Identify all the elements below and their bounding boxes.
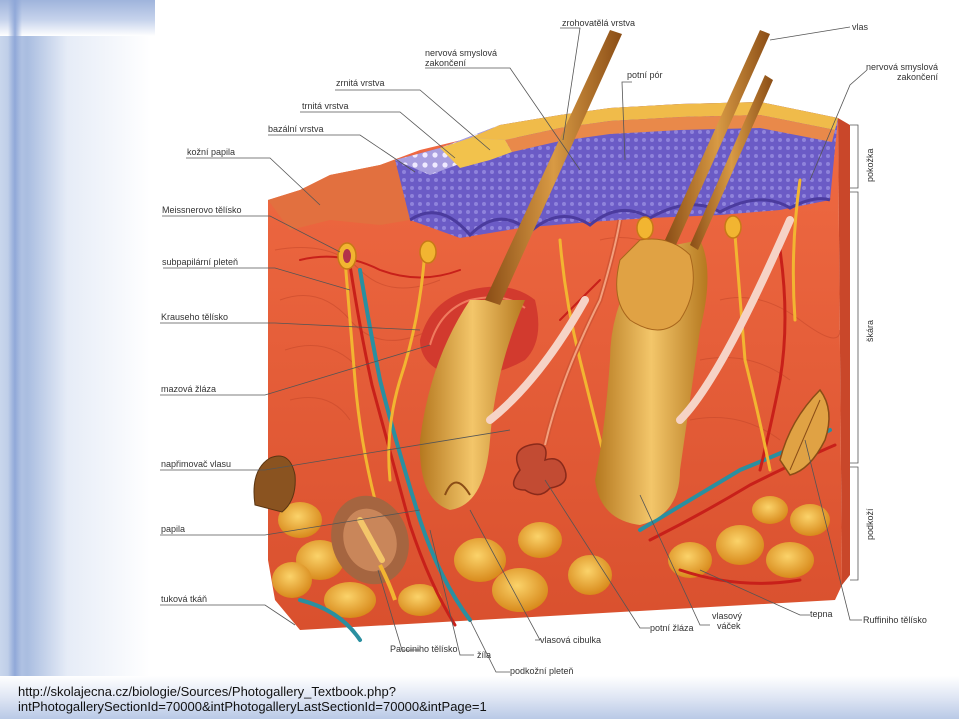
- sweat-gland: [512, 219, 623, 496]
- hair-follicle-left: [419, 30, 622, 510]
- label-zrnita-vrstva: zrnitá vrstva: [336, 78, 385, 88]
- ruffini-corpuscle: [779, 388, 830, 476]
- label-bazalni-vrstva: bazální vrstva: [268, 124, 324, 134]
- slide-frame-top: [0, 0, 155, 36]
- meissner-corpuscles: [337, 215, 742, 270]
- label-podkozni-pleten: podkožní pleteň: [510, 666, 574, 676]
- label-papila: papila: [161, 524, 185, 534]
- label-kozni-papila: kožní papila: [187, 147, 235, 157]
- label-pokozka: pokožka: [865, 148, 875, 182]
- label-podkozi: podkoží: [865, 508, 875, 540]
- source-url-line2: intPhotogallerySectionId=70000&intPhotog…: [18, 699, 487, 714]
- arrector-pili-muscles: [486, 216, 794, 424]
- label-tukova-tkan: tuková tkáň: [161, 594, 207, 604]
- slide-frame-stroke: [8, 0, 22, 719]
- label-nervova-smyslova-2a: nervová smyslová: [866, 62, 938, 72]
- label-tepna: tepna: [810, 609, 833, 619]
- label-ruffiniho-telisko: Ruffiniho tělísko: [863, 615, 927, 625]
- label-krauseho-telisko: Krauseho tělísko: [161, 312, 228, 322]
- label-vlasovy-vacek-a: vlasový: [712, 611, 743, 621]
- label-subpapilarni-pleten: subpapilární pleteň: [162, 257, 238, 267]
- label-trnita-vrstva: trnitá vrstva: [302, 101, 349, 111]
- label-zila: žíla: [477, 650, 491, 660]
- label-nervova-smyslova-1a: nervová smyslová: [425, 48, 497, 58]
- label-vlasovy-vacek-b: váček: [717, 621, 741, 631]
- label-pacciniho-telisko: Pacciniho tělísko: [390, 644, 458, 654]
- label-potni-por: potní pór: [627, 70, 663, 80]
- slide-frame-left: [0, 0, 150, 719]
- leader-lines: [160, 26, 868, 673]
- label-nervova-smyslova-2b: zakončení: [897, 72, 939, 82]
- source-url[interactable]: http://skolajecna.cz/biologie/Sources/Ph…: [18, 684, 487, 714]
- fat-tissue: [272, 496, 830, 618]
- hair-follicle-right: [595, 30, 773, 525]
- hair-bulb-left-edge: [253, 455, 296, 513]
- label-vlasova-cibulka: vlasová cibulka: [540, 635, 601, 645]
- label-naprimovac-vlasu: napřimovač vlasu: [161, 459, 231, 469]
- label-skara: škára: [865, 320, 875, 342]
- labels: zrohovatělá vrstva vlas nervová smyslová…: [161, 18, 939, 676]
- label-zrohovatela-vrstva: zrohovatělá vrstva: [562, 18, 635, 28]
- nerves: [343, 178, 802, 502]
- label-nervova-smyslova-1b: zakončení: [425, 58, 467, 68]
- label-mazova-zlaza: mazová žláza: [161, 384, 216, 394]
- label-vlas: vlas: [852, 22, 869, 32]
- pacinian-corpuscle: [331, 495, 409, 601]
- source-url-line1: http://skolajecna.cz/biologie/Sources/Ph…: [18, 684, 396, 699]
- slide-frame-bottom: [0, 676, 959, 719]
- label-meissnerovo-telisko: Meissnerovo tělísko: [162, 205, 242, 215]
- label-potni-zlaza: potní žláza: [650, 623, 694, 633]
